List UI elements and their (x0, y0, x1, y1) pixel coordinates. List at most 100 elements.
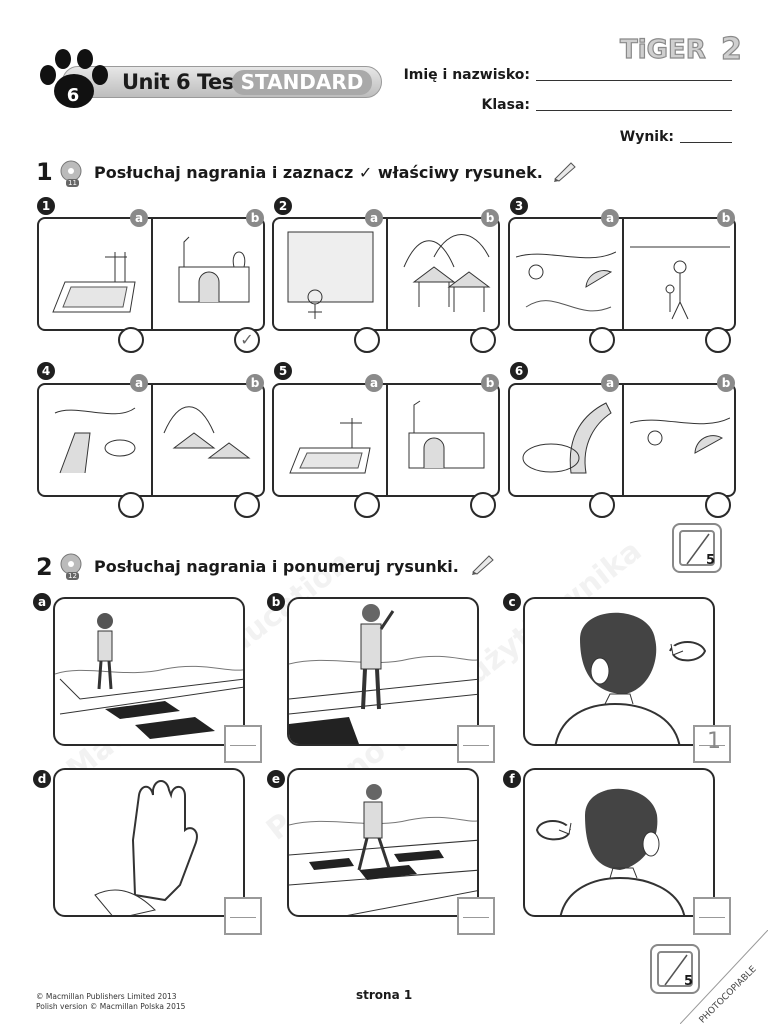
picture-letter: d (33, 770, 51, 788)
answer-circle[interactable] (589, 327, 615, 353)
ex2-picture-f (523, 768, 715, 917)
item-number: 4 (37, 362, 55, 380)
zoo-icon (178, 236, 250, 303)
answer-circle[interactable] (705, 327, 731, 353)
zoo-icon (408, 400, 485, 469)
answer-value: 1 (707, 729, 721, 754)
brand-word: TiGER (620, 35, 706, 64)
cd-track: 12 (66, 572, 79, 580)
ex1-item-2 (272, 217, 500, 331)
item-number: 1 (37, 197, 55, 215)
cd-icon (60, 553, 82, 575)
score-label: Wynik: (619, 129, 674, 145)
ex1-item-4 (37, 383, 265, 497)
answer-circle[interactable]: ✓ (234, 327, 260, 353)
ex2-picture-b (287, 597, 479, 746)
answer-circle[interactable] (118, 327, 144, 353)
exercise-1-number: 1 (36, 158, 53, 186)
answer-circle[interactable] (354, 327, 380, 353)
item-number: 6 (510, 362, 528, 380)
aquarium-icon (287, 231, 374, 319)
answer-box[interactable] (224, 725, 262, 763)
pool-icon (289, 418, 371, 474)
picture-letter: e (267, 770, 285, 788)
option-label: a (365, 209, 383, 227)
answer-box[interactable] (224, 897, 262, 935)
boy-looking-left (535, 788, 685, 915)
cd-icon (60, 160, 82, 182)
exercise-1-instruction: Posłuchaj nagrania i zaznacz ✓ właściwy … (94, 163, 543, 182)
page-number: strona 1 (356, 988, 413, 1002)
option-label: b (481, 209, 499, 227)
stop-hand (94, 780, 198, 915)
option-label: a (601, 209, 619, 227)
ex2-picture-d (53, 768, 245, 917)
beach-icon (516, 251, 616, 312)
picture-letter: c (503, 593, 521, 611)
answer-circle[interactable] (470, 492, 496, 518)
option-label: b (481, 374, 499, 392)
answer-box[interactable] (457, 897, 495, 935)
ex2-picture-a (53, 597, 245, 746)
option-label: a (130, 209, 148, 227)
pencil-icon (470, 553, 496, 575)
answer-circle[interactable] (589, 492, 615, 518)
ex1-item-3 (508, 217, 736, 331)
water-park-icon (522, 402, 612, 474)
ex2-picture-c (523, 597, 715, 746)
answer-circle[interactable] (354, 492, 380, 518)
paw-icon (36, 47, 118, 111)
picture-letter: a (33, 593, 51, 611)
fairground-icon (163, 406, 251, 459)
playground-icon (54, 407, 136, 474)
unit-title: Unit 6 Test (122, 70, 244, 94)
boy-crossing-road (289, 784, 477, 915)
ex1-item-1 (37, 217, 265, 331)
pool-icon (52, 252, 136, 313)
unit-level-badge: STANDARD (232, 70, 372, 95)
exercise-2-instruction: Posłuchaj nagrania i ponumeruj rysunki. (94, 557, 459, 576)
class-field[interactable] (536, 110, 732, 111)
exercise-1-score-box[interactable]: 5 (672, 523, 722, 573)
exercise-2-number: 2 (36, 553, 53, 581)
boy-waving-at-kerb (289, 604, 477, 744)
answer-box[interactable] (457, 725, 495, 763)
class-label: Klasa: (481, 97, 530, 113)
name-label: Imię i nazwisko: (403, 67, 530, 83)
option-label: b (246, 209, 264, 227)
ex1-item-6 (508, 383, 736, 497)
option-label: b (717, 374, 735, 392)
answer-circle[interactable] (470, 327, 496, 353)
corner-triangle (680, 930, 768, 1024)
option-label: a (365, 374, 383, 392)
answer-box[interactable] (693, 897, 731, 935)
ex1-item-5 (272, 383, 500, 497)
cd-track: 11 (66, 179, 79, 187)
answer-circle[interactable] (705, 492, 731, 518)
pencil-icon (552, 160, 578, 182)
brand-number: 2 (721, 32, 742, 64)
tiger-logo: TiGER 2 (618, 30, 753, 64)
item-number: 5 (274, 362, 292, 380)
answer-circle[interactable] (234, 492, 260, 518)
boy-standing-at-kerb (55, 613, 243, 739)
answer-box[interactable]: 1 (693, 725, 731, 763)
item-number: 2 (274, 197, 292, 215)
exercise-2-score-box[interactable]: 5 (650, 944, 700, 994)
picture-letter: f (503, 770, 521, 788)
option-label: b (717, 209, 735, 227)
score-max: 5 (705, 553, 715, 568)
copyright-line-2: Polish version © Macmillan Polska 2015 (36, 1002, 186, 1011)
copyright-line-1: © Macmillan Publishers Limited 2013 (36, 992, 177, 1001)
item-number: 3 (510, 197, 528, 215)
answer-circle[interactable] (118, 492, 144, 518)
option-label: a (601, 374, 619, 392)
option-label: a (130, 374, 148, 392)
beach-icon (630, 417, 730, 454)
fairground-icon (403, 234, 491, 312)
picture-letter: b (267, 593, 285, 611)
score-field[interactable] (680, 142, 732, 143)
unit-number: 6 (66, 85, 80, 106)
boy-looking-right (554, 612, 707, 744)
name-field[interactable] (536, 80, 732, 81)
